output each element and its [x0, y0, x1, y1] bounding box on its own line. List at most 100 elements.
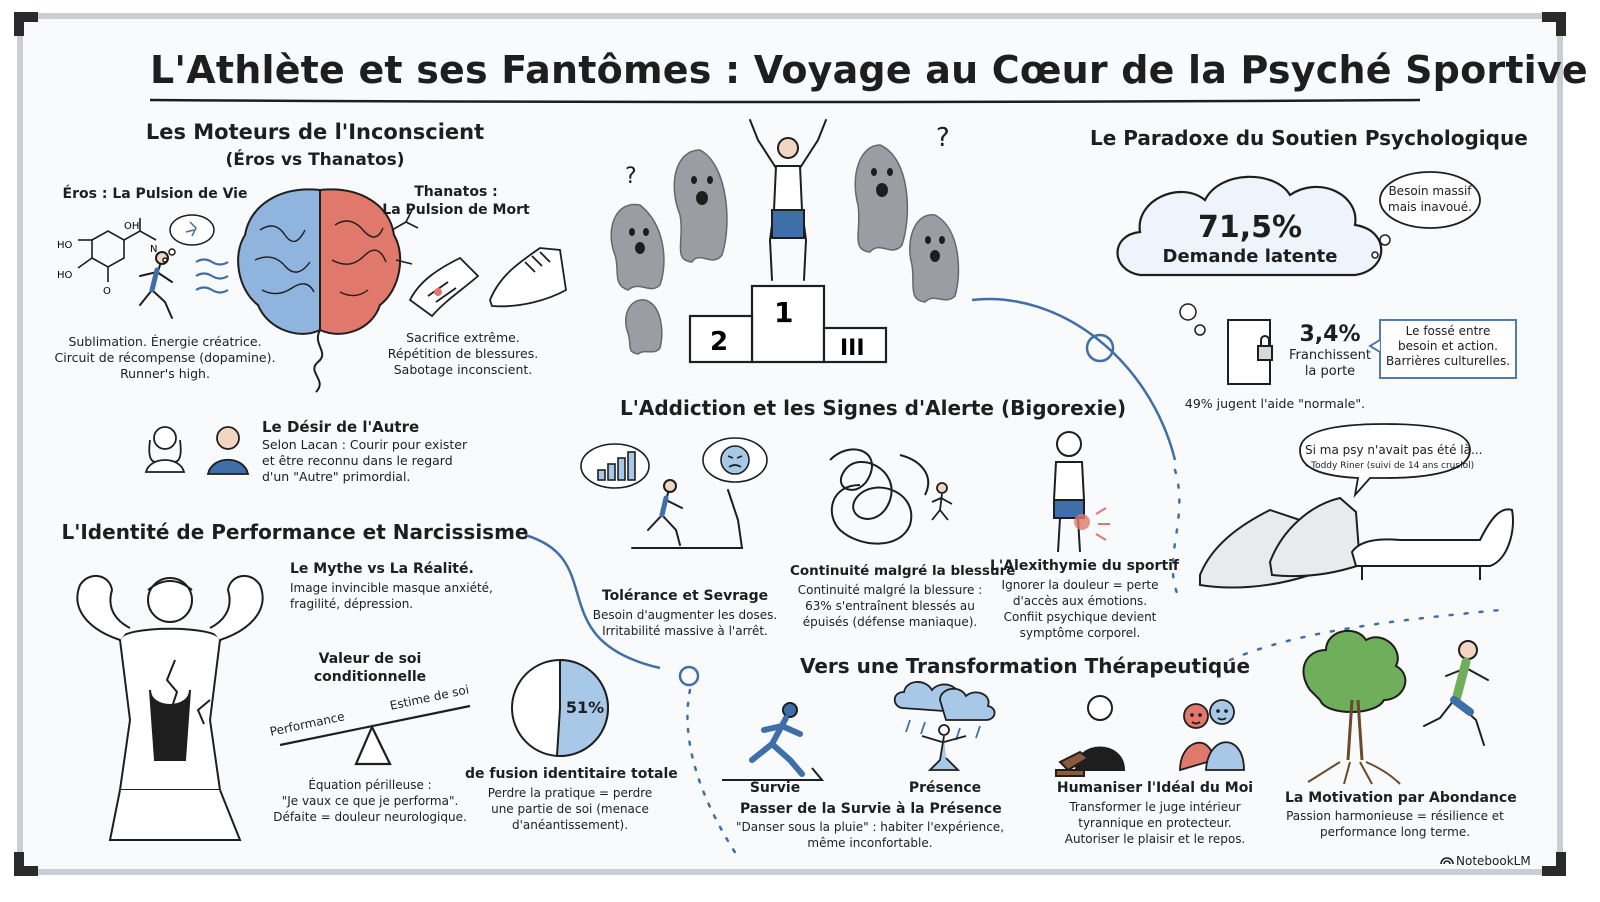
small-person-icon — [931, 482, 953, 521]
running-figure-icon — [722, 702, 825, 781]
mythe-title: Le Mythe vs La Réalité. — [290, 561, 474, 577]
injured-person-icon — [1052, 431, 1110, 553]
frame-corner-icon — [1542, 852, 1566, 876]
desir-line: Selon Lacan : Courir pour exister — [262, 437, 468, 452]
gap-box-line: Le fossé entre — [1405, 324, 1491, 338]
door-label-line: la porte — [1304, 364, 1356, 379]
thanatos-line: Sabotage inconscient. — [393, 362, 533, 377]
speech-bubble — [1379, 171, 1481, 229]
fusion-line: une partie de soi (menace — [491, 802, 649, 816]
survie-label: Survie — [749, 780, 801, 796]
gap-box-line: Barrières culturelles. — [1385, 354, 1511, 368]
molecule-label: O — [103, 286, 111, 297]
tree-icon — [1302, 630, 1407, 785]
thought-dots-icon — [1179, 234, 1391, 336]
seesaw-icon — [279, 704, 471, 766]
valeur-title-line: conditionnelle — [313, 669, 427, 685]
ghost-icon — [610, 144, 960, 355]
podium-icon — [688, 284, 888, 364]
thanatos-line: Répétition de blessures. — [387, 346, 539, 361]
passer-line: même inconfortable. — [807, 836, 933, 850]
crack-icon — [391, 209, 419, 265]
eros-line: Runner's high. — [120, 366, 210, 381]
page-title: L'Athlète et ses Fantômes : Voyage au Cœ… — [150, 48, 1588, 92]
hugging-figures-icon — [1179, 699, 1245, 772]
quote-bubble — [1299, 423, 1471, 498]
treadmill-runner-icon — [631, 479, 744, 549]
alexithymie-line: symptôme corporel. — [1019, 626, 1141, 640]
fusion-title: de fusion identitaire totale — [465, 766, 678, 782]
running-man-icon — [1423, 640, 1489, 746]
alexithymie-line: Ignorer la douleur = perte — [1001, 578, 1159, 592]
bandaged-arm-icon — [408, 256, 480, 318]
frame-corner-icon — [1542, 12, 1566, 36]
alexithymie-line: Confiit psychique devient — [1003, 610, 1157, 624]
moteurs-subheading: (Éros vs Thanatos) — [225, 150, 405, 170]
quote-author: - Toddy Riner (suivi de 14 ans cruslol) — [1305, 461, 1475, 471]
paradoxe-heading: Le Paradoxe du Soutien Psychologique — [1090, 126, 1528, 150]
fusion-line: d'anéantissement). — [511, 818, 629, 832]
thanatos-label-line1: Thanatos : — [414, 184, 498, 200]
connector-dots — [686, 688, 742, 862]
person-woman-icon — [144, 426, 186, 473]
motivation-line: performance long terme. — [1319, 825, 1471, 839]
chart-thought-icon — [580, 443, 650, 489]
notebooklm-watermark: NotebookLM — [1456, 854, 1531, 868]
desir-title: Le Désir de l'Autre — [262, 418, 420, 436]
motivation-line: Passion harmonieuse = résilience et — [1286, 809, 1504, 823]
normal-help-stat: 49% jugent l'aide "normale". — [1184, 396, 1366, 411]
tolerance-line: Irritabilité massive à l'arrêt. — [602, 624, 768, 638]
podium-third-place: III — [840, 336, 865, 361]
moteurs-heading: Les Moteurs de l'Inconscient — [145, 120, 485, 144]
energy-waves-icon — [195, 258, 229, 294]
frame-corner-icon — [14, 12, 38, 36]
podium-first-place: 1 — [774, 296, 793, 329]
connector-loop — [1085, 333, 1115, 363]
question-mark-icon: ? — [936, 123, 950, 153]
sneakers-icon — [1199, 496, 1362, 589]
angry-face-thought-icon — [702, 437, 768, 483]
callout-pointer — [1368, 339, 1381, 353]
quote-text: Si ma psy n'avait pas été là... — [1305, 443, 1483, 457]
connector-line — [971, 297, 1177, 461]
mythe-line: fragilité, dépression. — [290, 597, 414, 611]
pie-percent-label: 51% — [565, 698, 605, 717]
molecule-label: N — [150, 244, 157, 255]
bubble-line: Besoin massif — [1388, 184, 1472, 198]
mini-runner-icon — [185, 221, 197, 237]
worn-shoe-icon — [489, 247, 567, 308]
molecule-label: HO — [57, 270, 73, 281]
equation-line: Défaite = douleur neurologique. — [273, 810, 467, 824]
eros-line: Circuit de récompense (dopamine). — [54, 350, 276, 365]
tangled-rope-icon — [829, 448, 930, 545]
mythe-line: Image invincible masque anxiété, — [290, 581, 493, 595]
humaniser-line: tyrannique en protecteur. — [1078, 816, 1232, 830]
humaniser-line: Autoriser le plaisir et le repos. — [1064, 832, 1246, 846]
fusion-line: Perdre la pratique = perdre — [487, 786, 653, 800]
eros-line: Sublimation. Énergie créatrice. — [68, 334, 262, 349]
therapy-couch-icon — [1350, 508, 1514, 580]
latent-demand-value: 71,5% — [1197, 210, 1303, 245]
continuite-title: Continuité malgré la blessure — [790, 563, 1016, 579]
pie-slice-fusion — [555, 658, 609, 757]
valeur-title-line: Valeur de soi — [318, 651, 422, 667]
question-mark-icon: ? — [625, 164, 637, 189]
motivation-title: La Motivation par Abondance — [1285, 790, 1517, 806]
door-value: 3,4% — [1299, 322, 1361, 347]
continuite-line: épuisés (défense maniaque). — [802, 615, 978, 629]
desir-line: d'un "Autre" primordial. — [262, 469, 411, 484]
passer-title: Passer de la Survie à la Présence — [740, 801, 1002, 817]
humaniser-line: Transformer le juge intérieur — [1069, 800, 1241, 814]
continuite-line: Continuité malgré la blessure : — [797, 583, 983, 597]
desir-line: et être reconnu dans le regard — [262, 453, 453, 468]
continuite-line: 63% s'entraînent blessés au — [805, 599, 975, 613]
connector-line — [524, 533, 661, 670]
person-man-icon — [206, 426, 250, 475]
molecule-label: HO — [57, 240, 73, 251]
fusion-pie-chart — [511, 658, 609, 757]
connector-dots — [1171, 468, 1182, 602]
cracked-hero-statue-icon — [76, 575, 264, 841]
notebooklm-logo-icon — [1440, 857, 1454, 865]
